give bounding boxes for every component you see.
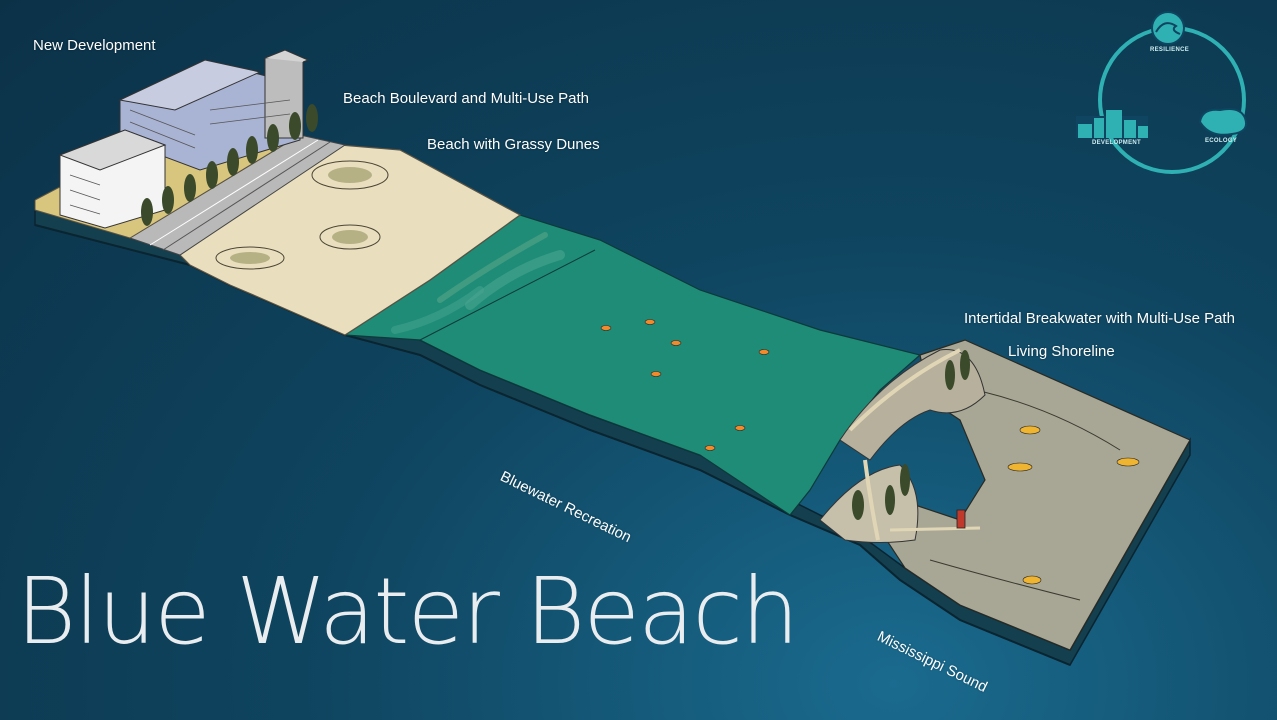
label-living-shoreline: Living Shoreline xyxy=(1008,343,1115,360)
resilience-logo xyxy=(1076,11,1248,174)
label-breakwater: Intertidal Breakwater with Multi-Use Pat… xyxy=(964,310,1235,327)
breakwater-shoreline xyxy=(819,348,986,543)
cloud-island-icon xyxy=(1198,108,1248,136)
wave-icon xyxy=(1151,11,1185,45)
kayaks xyxy=(600,319,770,451)
label-grassy-dunes: Beach with Grassy Dunes xyxy=(427,136,600,153)
boulevard-trees xyxy=(141,104,318,226)
page-title: Blue Water Beach xyxy=(16,558,799,665)
label-beach-boulevard: Beach Boulevard and Multi-Use Path xyxy=(343,90,589,107)
logo-text-resilience: RESILIENCE xyxy=(1150,47,1190,53)
logo-text-development: DEVELOPMENT xyxy=(1092,140,1141,146)
label-new-development: New Development xyxy=(33,37,156,54)
logo-text-ecology: ECOLOGY xyxy=(1205,138,1238,144)
boats xyxy=(1007,425,1140,585)
